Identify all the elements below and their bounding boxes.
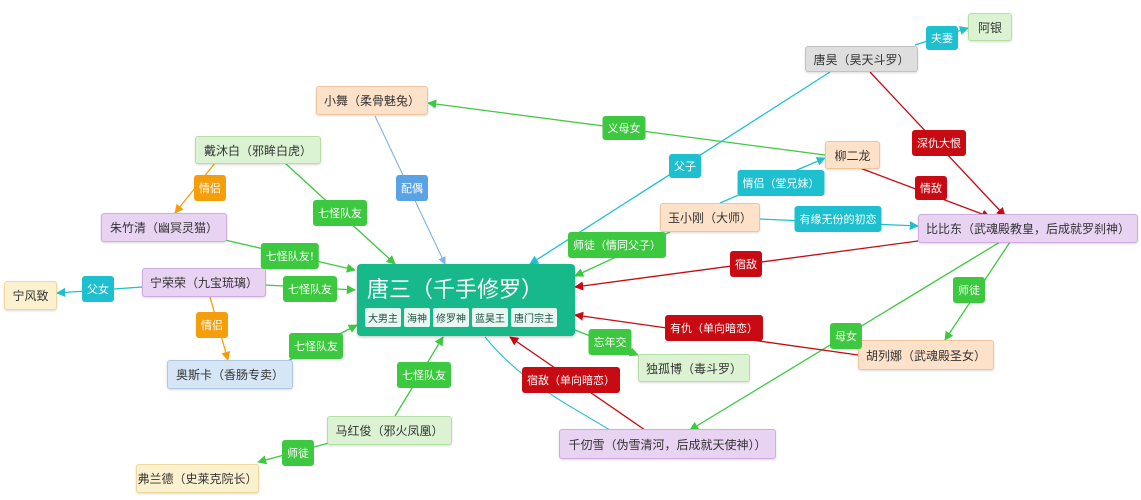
node-yuxiaogang[interactable]: 玉小刚（大师） [660,203,760,232]
node-mahongjun[interactable]: 马红俊（邪火凤凰） [327,416,452,445]
node-daimubai[interactable]: 戴沐白（邪眸白虎） [195,136,321,164]
node-ayin[interactable]: 阿银 [968,13,1012,41]
label-sudi-bibidong: 宿敌 [730,251,762,277]
label-qiguai-daimubai: 七怪队友 [313,200,367,226]
node-aosika[interactable]: 奥斯卡（香肠专卖） [167,360,293,389]
node-ningfengzhi[interactable]: 宁风致 [4,281,57,310]
label-qiguai-mahongjun: 七怪队友 [397,362,451,388]
main-node-tangsan[interactable]: 唐三（千手修罗） 大男主 海神 修罗神 蓝昊王 唐门宗主 [357,264,575,336]
tag-3: 修罗神 [433,308,469,327]
label-qiguai-zhuzhuqing: 七怪队友! [260,243,320,269]
tag-2: 海神 [404,308,430,327]
node-qianrenxue[interactable]: 千仞雪（伪雪清河，后成就天使神）） [559,429,776,459]
tag-4: 蓝昊王 [472,308,508,327]
label-qiguai-aosika: 七怪队友 [289,333,343,359]
node-zhuzhuqing[interactable]: 朱竹清（幽冥灵猫） [101,213,227,242]
node-liuerlong[interactable]: 柳二龙 [825,141,880,169]
main-node-title: 唐三（千手修罗） [367,278,544,303]
label-sudi-qianrenxue: 宿敌（单向暗恋） [522,367,620,393]
label-qinglv-tangxiongmei: 情侣（堂兄妹） [737,170,825,196]
node-ningrongrong[interactable]: 宁荣荣（九宝琉璃） [142,268,266,297]
label-qiguai-ningrongrong: 七怪队友 [283,276,337,302]
tag-5: 唐门宗主 [511,308,557,327]
node-duguobo[interactable]: 独孤博（毒斗罗） [638,354,750,382]
label-fuzi: 父子 [669,154,701,178]
label-qinglv-daimubai: 情侣 [194,175,226,201]
label-munv: 母女 [830,323,862,349]
label-shitu-hulienna: 师徒 [953,277,985,303]
label-wangnianjiao: 忘年交 [588,329,632,355]
label-yimunv: 义母女 [602,116,646,140]
main-node-tags: 大男主 海神 修罗神 蓝昊王 唐门宗主 [365,308,557,327]
label-qingdi: 情敌 [915,176,947,200]
label-youchou: 有仇（单向暗恋） [665,315,763,341]
node-fulande[interactable]: 弗兰德（史莱克院长） [136,464,259,493]
node-hulienna[interactable]: 胡列娜（武魂殿圣女） [858,340,994,370]
label-fuqi: 夫妻 [926,26,958,50]
label-shenchoudahen: 深仇大恨 [912,130,966,156]
label-youyuan: 有缘无份的初恋 [794,206,882,232]
label-funv: 父女 [82,276,114,302]
node-xiaowu[interactable]: 小舞（柔骨魅兔） [316,86,428,115]
label-shitu-fulande: 师徒 [282,440,314,466]
label-qinglv-ningrongrong: 情侣 [196,312,228,338]
label-shitu-qingtong: 师徒（情同父子） [568,232,666,258]
node-bibidong[interactable]: 比比东（武魂殿教皇，后成就罗刹神） [918,214,1138,243]
node-tanghao[interactable]: 唐昊（昊天斗罗） [805,46,918,72]
tag-1: 大男主 [365,308,401,327]
label-peiou: 配偶 [396,175,428,201]
